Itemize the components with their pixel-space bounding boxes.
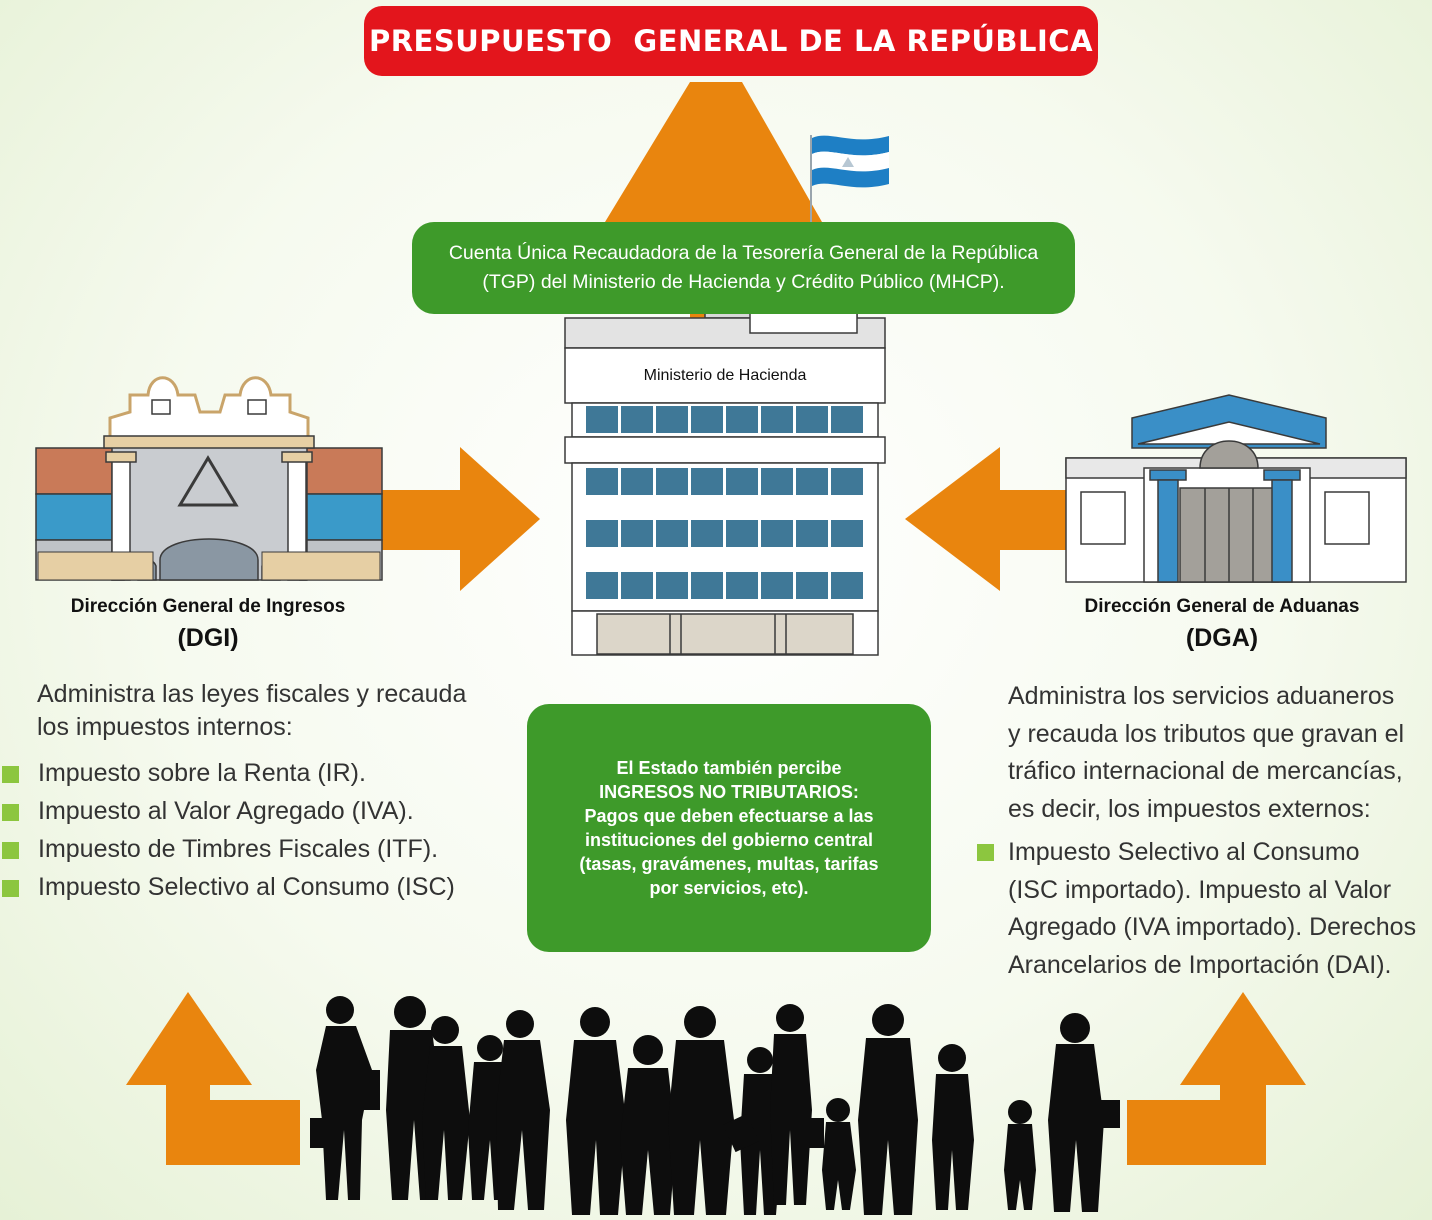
dga-desc-line-4: es decir, los impuestos externos:: [1008, 794, 1371, 823]
list-item: Impuesto sobre la Renta (IR).: [2, 754, 502, 792]
tgp-line-2: (TGP) del Ministerio de Hacienda y Crédi…: [482, 271, 1005, 293]
non-tax-line-1: El Estado también percibe: [616, 758, 842, 778]
list-item: Impuesto Selectivo al Consumo (ISC impor…: [977, 834, 1427, 984]
dgi-desc-line-1: Administra las leyes fiscales y recauda: [37, 680, 467, 708]
people-silhouettes-icon: [310, 996, 1120, 1215]
list-item-text: Impuesto al Valor Agregado (IVA).: [38, 797, 414, 825]
dga-tax-list: Impuesto Selectivo al Consumo (ISC impor…: [977, 834, 1427, 984]
tgp-line-1: Cuenta Única Recaudadora de la Tesorería…: [448, 242, 1039, 264]
dga-item-line-1: Impuesto Selectivo al Consumo: [1008, 838, 1360, 866]
list-item: Impuesto Selectivo al Consumo (ISC): [2, 868, 502, 906]
dgi-description: Administra las leyes fiscales y recauda …: [37, 678, 497, 744]
non-tax-income-box: El Estado también percibe INGRESOS NO TR…: [527, 704, 931, 952]
tgp-account-box: Cuenta Única Recaudadora de la Tesorería…: [412, 222, 1075, 314]
budget-title-banner: PRESUPUESTO GENERAL DE LA REPÚBLICA: [364, 6, 1098, 76]
bullet-square-icon: [2, 880, 19, 897]
dgi-tax-list: Impuesto sobre la Renta (IR). Impuesto a…: [2, 754, 502, 906]
dga-name: Dirección General de Aduanas: [1084, 596, 1360, 617]
arrow-people-to-dga: [1127, 992, 1306, 1165]
dga-desc-line-2: y recauda los tributos que gravan el: [1008, 719, 1405, 748]
list-item-text: Impuesto Selectivo al Consumo (ISC): [38, 873, 455, 901]
ministerio-windows: [586, 406, 863, 599]
dga-abbr: (DGA): [1185, 624, 1259, 652]
dga-desc-line-3: tráfico internacional de mercancías,: [1008, 757, 1403, 785]
non-tax-line-4: instituciones del gobierno central: [584, 830, 874, 850]
arrow-people-to-dgi: [126, 992, 300, 1165]
bullet-square-icon: [2, 804, 19, 821]
arrow-up-to-budget: [605, 82, 822, 320]
dgi-abbr: (DGI): [177, 624, 239, 652]
dga-item-line-4: Arancelarios de Importación (DAI).: [1008, 950, 1392, 979]
nicaragua-flag-icon: [810, 135, 889, 222]
arrow-dga-to-ministerio: [905, 447, 1075, 591]
non-tax-line-6: por servicios, etc).: [649, 878, 809, 898]
bullet-square-icon: [977, 844, 994, 861]
list-item: Impuesto de Timbres Fiscales (ITF).: [2, 830, 502, 868]
dga-item-line-2: (ISC importado). Impuesto al Valor: [1008, 875, 1392, 904]
dgi-desc-line-2: los impuestos internos:: [37, 713, 293, 741]
dga-building-icon: [1065, 394, 1407, 583]
non-tax-line-3: Pagos que deben efectuarse a las: [584, 806, 874, 826]
list-item-text: Impuesto de Timbres Fiscales (ITF).: [38, 835, 439, 863]
list-item: Impuesto al Valor Agregado (IVA).: [2, 792, 502, 830]
dga-item-line-3: Agregado (IVA importado). Derechos: [1008, 913, 1417, 941]
dga-desc-line-1: Administra los servicios aduaneros: [1008, 682, 1395, 710]
dga-description: Administra los servicios aduaneros y rec…: [1008, 678, 1428, 828]
non-tax-line-2: INGRESOS NO TRIBUTARIOS:: [599, 782, 859, 802]
ministerio-sign: Ministerio de Hacienda: [643, 366, 807, 384]
dgi-name: Dirección General de Ingresos: [70, 596, 346, 617]
list-item-text: Impuesto sobre la Renta (IR).: [38, 759, 366, 787]
bullet-square-icon: [2, 766, 19, 783]
non-tax-line-5: (tasas, gravámenes, multas, tarifas: [579, 854, 879, 874]
arrow-dgi-to-ministerio: [380, 447, 540, 591]
dgi-building-icon: [35, 376, 383, 581]
bullet-square-icon: [2, 842, 19, 859]
budget-title: PRESUPUESTO GENERAL DE LA REPÚBLICA: [368, 24, 1094, 58]
